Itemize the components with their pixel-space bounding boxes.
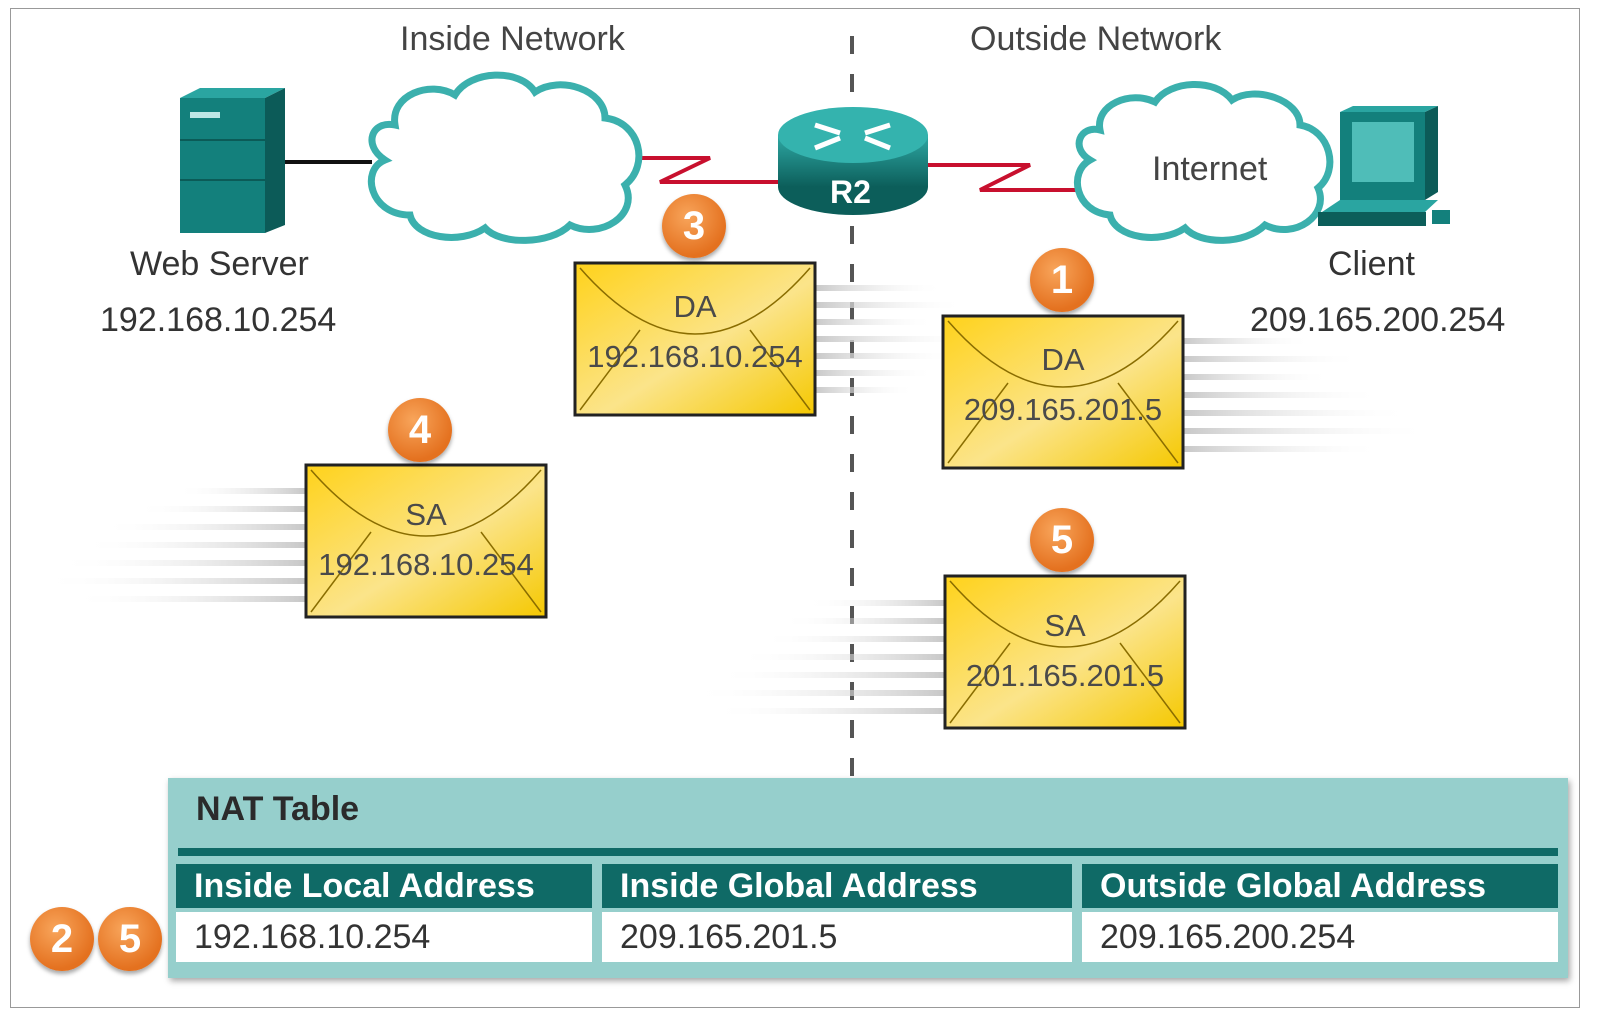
serial-link-inside: [640, 156, 790, 184]
web-server-icon: [180, 88, 285, 233]
packet-4-field: SA: [405, 497, 447, 532]
nat-table: NAT Table Inside Local Address Inside Gl…: [168, 778, 1568, 978]
motion-streaks-packet-4: [40, 488, 305, 602]
client-computer-icon: [1318, 106, 1450, 226]
packet-5-field: SA: [1044, 608, 1086, 643]
step-badge-5: 5: [1030, 508, 1094, 572]
header-inside-local: Inside Local Address: [176, 864, 592, 908]
step-badge-2-table: 2: [30, 907, 94, 971]
inside-network-label: Inside Network: [400, 20, 625, 58]
nat-table-title: NAT Table: [196, 790, 360, 828]
diagram-frame: [10, 8, 1580, 1008]
router-r2-icon: [778, 107, 928, 215]
step-badge-3: 3: [662, 194, 726, 258]
client-ip: 209.165.200.254: [1250, 301, 1506, 339]
motion-streaks-packet-5: [690, 600, 945, 714]
envelope-packet-1: [941, 314, 1185, 470]
web-server-ip: 192.168.10.254: [100, 301, 337, 339]
cell-outside-global: 209.165.200.254: [1082, 912, 1558, 962]
packet-1: DA 209.165.201.5: [943, 316, 1183, 468]
step-badge-4: 4: [388, 398, 452, 462]
packet-5-address: 201.165.201.5: [965, 658, 1165, 693]
inside-cloud-icon: [367, 71, 643, 244]
motion-streaks-packet-1: [1183, 338, 1433, 452]
router-label: R2: [830, 174, 871, 210]
envelope-packet-5: [943, 574, 1187, 730]
packet-1-field: DA: [1041, 342, 1085, 377]
nat-table-rule: [178, 848, 1558, 856]
internet-cloud-icon: [1073, 81, 1334, 244]
motion-streaks-packet-3: [815, 285, 975, 393]
packet-3-address: 192.168.10.254: [587, 339, 803, 374]
packet-5: SA 201.165.201.5: [945, 576, 1185, 728]
header-inside-global: Inside Global Address: [602, 864, 1072, 908]
outside-network-label: Outside Network: [970, 20, 1222, 58]
packet-4: SA 192.168.10.254: [306, 465, 546, 617]
packet-1-address: 209.165.201.5: [963, 392, 1163, 427]
web-server-name: Web Server: [130, 245, 309, 283]
packet-3: DA 192.168.10.254: [575, 263, 815, 415]
serial-link-outside: [925, 163, 1080, 192]
packet-4-address: 192.168.10.254: [318, 547, 534, 582]
step-badge-5-table: 5: [98, 907, 162, 971]
header-outside-global: Outside Global Address: [1082, 864, 1558, 908]
internet-label: Internet: [1152, 150, 1268, 188]
envelope-packet-3: [573, 261, 817, 417]
client-name: Client: [1328, 245, 1415, 283]
step-badge-1: 1: [1030, 248, 1094, 312]
cell-inside-global: 209.165.201.5: [602, 912, 1072, 962]
packet-3-field: DA: [673, 289, 717, 324]
cell-inside-local: 192.168.10.254: [176, 912, 592, 962]
envelope-packet-4: [304, 463, 548, 619]
